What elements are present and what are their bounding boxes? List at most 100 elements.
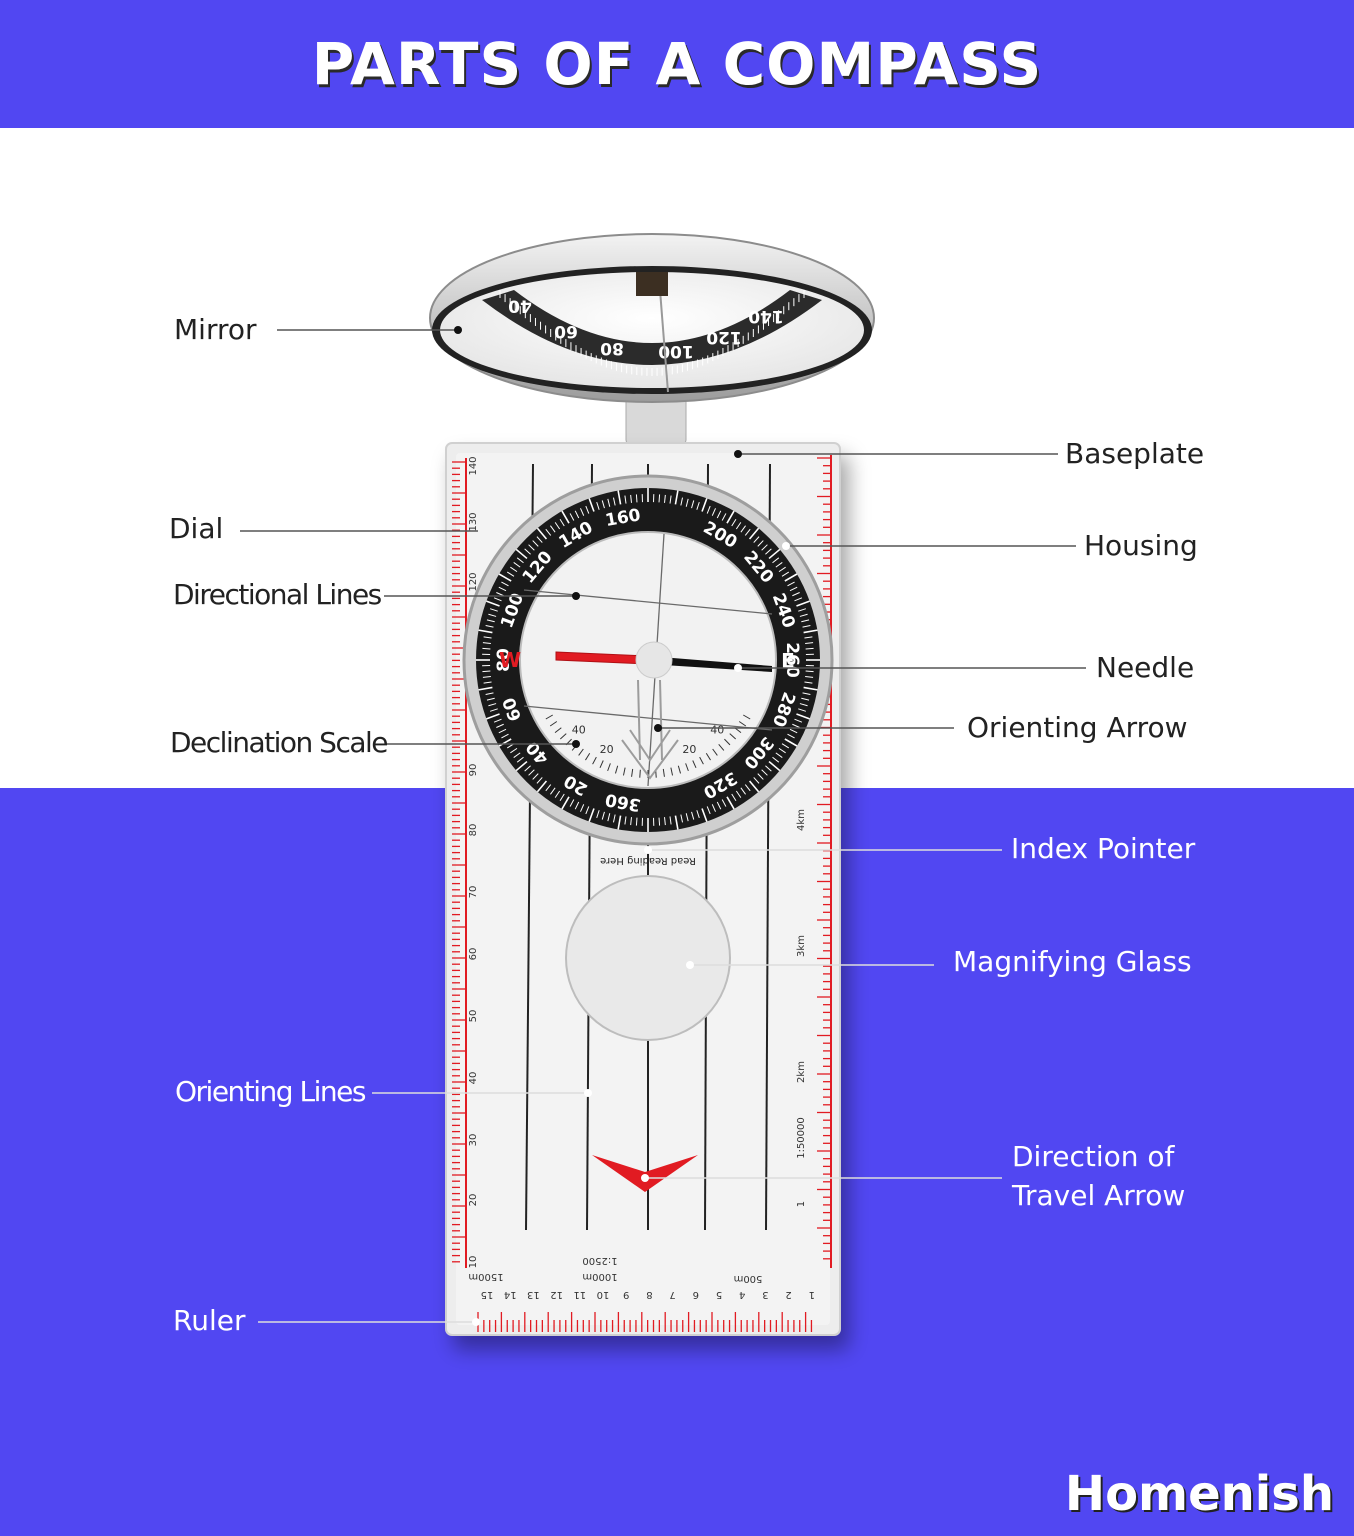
right-scale-label: 3km <box>796 935 807 957</box>
dial-tick <box>685 498 689 507</box>
dial-tick <box>624 816 627 825</box>
declination-tick <box>743 714 751 720</box>
declination-scale-ticks <box>545 714 751 778</box>
dial-tick <box>501 581 509 587</box>
direction-of-travel-arrow <box>592 1155 698 1192</box>
dial-number: 80 <box>494 648 514 672</box>
declination-tick <box>614 765 619 774</box>
mirror-number: 40 <box>508 295 532 315</box>
dial-tick <box>711 508 716 516</box>
label-orienting-lines: Orienting Lines <box>175 1075 366 1108</box>
dial-tick <box>802 624 811 628</box>
dial-tick <box>482 676 491 678</box>
bottom-scale-label: 500m <box>734 1273 763 1284</box>
right-scale-ticks <box>817 457 831 1260</box>
ruler-number: 5 <box>716 1289 722 1300</box>
dial-tick <box>489 608 498 612</box>
declination-tick <box>631 768 634 777</box>
dial-tick <box>635 494 638 503</box>
declination-tick <box>545 714 553 720</box>
dial-tick <box>561 796 570 810</box>
dial-tick <box>498 586 507 592</box>
dial-tick <box>772 756 780 763</box>
label-directional-lines: Directional Lines <box>173 578 382 611</box>
declination-tick <box>585 753 591 761</box>
dial-tick <box>740 525 746 533</box>
dial-tick <box>617 815 622 830</box>
dial-tick <box>624 495 627 504</box>
dial-tick <box>574 510 580 519</box>
declination-number: 20 <box>600 743 614 756</box>
mirror-number: 100 <box>658 341 694 361</box>
declination-tick <box>724 738 731 746</box>
declination-tick <box>578 748 584 756</box>
dial-tick <box>805 676 814 678</box>
dial-tick <box>798 708 807 712</box>
left-scale-number: 20 <box>468 1194 479 1207</box>
left-scale-number: 50 <box>468 1010 479 1023</box>
declination-tick <box>559 733 567 740</box>
label-baseplate: Baseplate <box>1065 437 1205 470</box>
dial-tick <box>799 613 808 617</box>
ruler-number: 15 <box>481 1289 494 1300</box>
label-dial: Dial <box>169 512 224 545</box>
dial-tick <box>489 708 498 712</box>
dial-tick <box>765 548 772 555</box>
dial-ticks <box>476 488 820 832</box>
declination-tick <box>592 756 597 765</box>
ruler-number: 9 <box>623 1289 629 1300</box>
dial-tick <box>635 817 638 826</box>
dial-tick <box>496 723 504 728</box>
leader-lines <box>240 329 1086 1323</box>
dial-tick <box>498 738 512 747</box>
ruler-number: 7 <box>669 1289 675 1300</box>
dial-tick <box>515 548 528 560</box>
dial-tick <box>554 790 561 798</box>
dial-tick <box>516 756 524 763</box>
dial-tick <box>685 813 689 822</box>
dial-tick <box>607 813 611 822</box>
mirror-number: 80 <box>600 338 624 358</box>
dial-tick <box>716 510 722 519</box>
dial-tick <box>802 692 811 696</box>
dial-tick <box>506 571 515 577</box>
leader-dots <box>454 326 790 1326</box>
dial-tick <box>696 501 700 510</box>
dial-tick <box>721 513 727 521</box>
dial-tick <box>669 495 672 504</box>
ruler-number: 11 <box>573 1289 586 1300</box>
brand-logo: Homenish <box>1064 1466 1334 1522</box>
dial-tick <box>706 806 711 815</box>
declination-tick <box>549 721 558 727</box>
dial-tick <box>761 544 768 551</box>
dial-tick <box>550 787 556 795</box>
declination-tick <box>729 733 737 740</box>
ruler-number: 2 <box>785 1289 791 1300</box>
dial-tick <box>588 808 595 822</box>
dial-tick <box>596 501 600 510</box>
dial-tick <box>513 562 521 568</box>
dial-tick <box>726 796 735 810</box>
declination-tick <box>718 743 725 751</box>
dial-number: 260 <box>782 642 802 678</box>
dial-tick <box>585 505 590 514</box>
declination-tick <box>712 748 718 756</box>
dial-tick <box>803 686 818 691</box>
label-magnifying-glass: Magnifying Glass <box>953 945 1192 978</box>
dial-tick <box>711 804 716 812</box>
dial-tick <box>607 498 611 507</box>
dial-tick <box>493 597 502 602</box>
dial-tick <box>524 548 531 555</box>
dial-tick <box>789 728 798 734</box>
dial-tick <box>536 777 543 784</box>
dial-tick <box>803 629 818 634</box>
dial-tick <box>478 629 493 634</box>
ruler-number: 3 <box>762 1289 768 1300</box>
ruler-number: 13 <box>527 1289 540 1300</box>
